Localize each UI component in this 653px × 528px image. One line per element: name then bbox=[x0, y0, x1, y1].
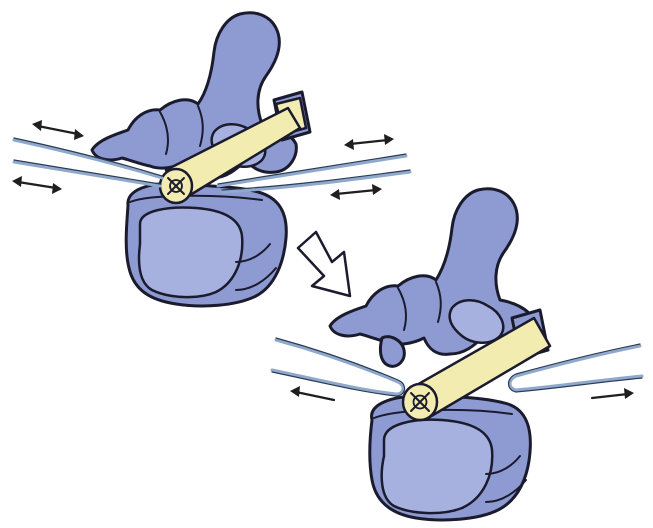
double-arrow-top-right-lower bbox=[330, 184, 382, 200]
double-arrow-top-left-lower bbox=[12, 176, 62, 194]
vertebral-body-bottom bbox=[370, 396, 531, 520]
vertebral-body-top bbox=[126, 184, 286, 306]
double-arrow-top-left-upper bbox=[32, 120, 84, 140]
arrow-left-bottom bbox=[290, 386, 334, 400]
panel-after bbox=[272, 189, 642, 520]
transition-arrow bbox=[298, 232, 350, 296]
panel-before bbox=[12, 13, 410, 306]
arrow-right-bottom bbox=[592, 388, 634, 399]
double-arrow-top-right-upper bbox=[344, 134, 394, 150]
